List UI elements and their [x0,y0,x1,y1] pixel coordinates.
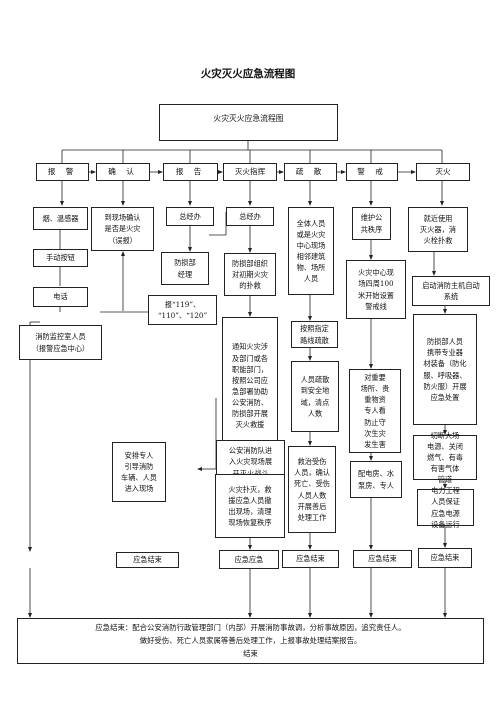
step-command: 灭火指挥 [223,163,277,181]
fire-auto-box: 启动消防主机自动 系统 [412,276,490,306]
guide-vehicles-box: 安排专人 引导消防 车辆、人员 进入现场 [112,442,166,502]
evac-gather-box: 人员疏散 到安全地 域，清点 人数 [291,361,339,432]
smoke-detector-box: 烟、温感器 [33,207,88,230]
evac-end-box: 应急结束 [282,550,339,568]
command-after-box: 火灾扑灭，救 援应急人员撤 出现场，清理 现场恢复秩序 [215,474,285,538]
step-guard: 警 戒 [346,163,398,181]
fire-nearby-box: 就近使用 灭火器，消 火栓扑救 [408,207,468,252]
step-evacuate: 疏 散 [284,163,337,181]
fire-equip-box: 防损部人员 携带专业器 材装备（防化 服、呼吸器、 防火服）开展 应急处置 [413,314,477,425]
evac-all-box: 全体人员 或是火灾 中心现场 相邻建筑 物、场所 人员 [288,207,334,295]
guard-staff-box: 配电房、水 泵房、专人 [350,461,402,498]
step-confirm: 确 认 [96,163,150,181]
guard-cordon-box: 火灾中心现 场四周100 米开始设置 警戒线 [346,260,406,319]
command-notify-box: 通知火灾涉 及部门或各 职能部门， 按照公司应 急部署协助 公安消防、 防损部开… [222,317,278,455]
command-end-box: 应急应急 [219,550,279,569]
fire-end-box: 应急结束 [418,548,472,568]
document-title: 火灾灭火应急流程图 [200,68,296,80]
guard-end-box: 应急结束 [353,550,412,568]
confirm-check-box: 到现场确认 是否是火灾 （误报） [91,207,154,251]
step-report: 报 告 [163,163,218,181]
guard-goods-box: 对重要 场所、贵 重物资 专人看 防止守 次生灾 发生害 [349,369,401,453]
step-fire: 灭火 [416,163,470,181]
report-call-box: 报“119”、 “110”、“120” [148,295,217,325]
command-dept-org-box: 防损部组织 对初期火灾 的扑救 [224,253,276,296]
alarm-end-box: 应急结束 [116,552,179,568]
fire-power-box: 电力工程 人员保证 应急电源 设备运行 [417,486,474,529]
report-gm-box: 总经办 [166,207,214,226]
command-gm-box: 总经办 [226,207,274,226]
fire-cut-box: 切断大场 电源、关闭 燃气、有毒 有害气体 管道 [413,431,477,484]
manual-button-box: 手动按钮 [33,249,88,267]
phone-box: 电话 [33,287,88,307]
step-alarm: 报 警 [36,163,89,181]
evac-rescue-box: 救治受伤 人员，确认 死亡、受伤 人员人数 开展善后 处理工作 [288,446,336,533]
flow-header-box: 火灾灭火应急流程图 [159,104,338,141]
monitor-room-box: 消防监控室人员 （报警应急中心） [19,325,102,360]
evac-route-box: 按照指定 路线疏散 [291,321,338,348]
final-summary-box: 应急结束：配合公安消防行政管理部门（内部）开展消防事故调，分析事故原因，追究责任… [17,618,484,664]
report-dept-box: 防损部 经理 [161,252,209,285]
guard-order-box: 维护公 共秩序 [352,207,391,240]
